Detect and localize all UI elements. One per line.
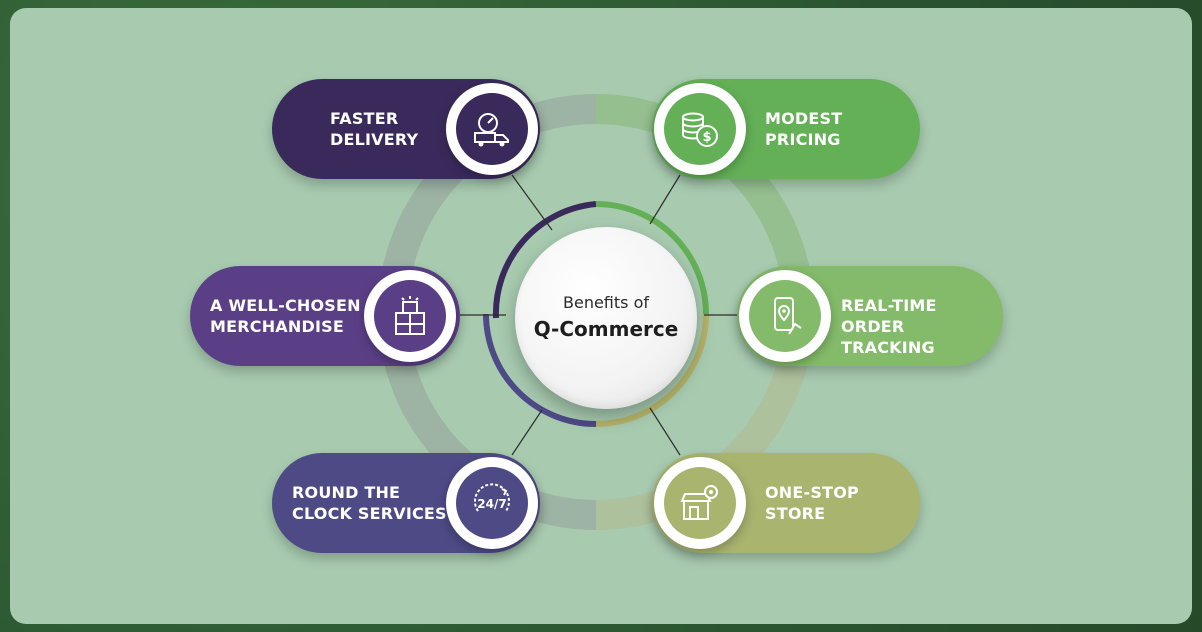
phone-location-icon: [774, 297, 802, 335]
infographic-panel: FASTER DELIVERY MODEST PRICING: [10, 8, 1192, 624]
center-title: Q-Commerce: [533, 317, 679, 341]
store-location-icon: [680, 485, 718, 520]
benefit-label: ONE-STOP STORE: [765, 483, 859, 523]
delivery-truck-speed-icon: [474, 113, 509, 147]
benefit-label: REAL-TIME ORDER TRACKING: [841, 296, 937, 357]
benefit-modest-pricing: MODEST PRICING $: [652, 79, 920, 179]
connector-line: [649, 174, 681, 225]
benefit-round-the-clock: ROUND THE CLOCK SERVICES 24/7: [272, 453, 540, 553]
benefit-one-stop-store: ONE-STOP STORE: [652, 453, 920, 553]
benefit-label: FASTER DELIVERY: [330, 109, 419, 149]
benefit-faster-delivery: FASTER DELIVERY: [272, 79, 540, 179]
connector-line: [511, 409, 543, 456]
benefit-icon-badge: [446, 83, 538, 175]
inner-arc-green: [595, 201, 709, 315]
benefit-label: ROUND THE CLOCK SERVICES: [292, 483, 447, 523]
coins-dollar-icon: $: [682, 112, 718, 147]
svg-text:24/7: 24/7: [477, 497, 506, 511]
center-hub: Benefits of Q-Commerce: [515, 227, 697, 409]
benefit-icon-badge: [654, 457, 746, 549]
inner-arc-navy: [483, 313, 597, 427]
center-subtitle: Benefits of: [563, 293, 649, 312]
connector-line: [511, 174, 553, 231]
benefit-icon-badge: 24/7: [446, 457, 538, 549]
benefit-merchandise: A WELL-CHOSEN MERCHANDISE: [190, 266, 460, 366]
inner-arc-purple: [492, 201, 597, 319]
benefit-icon-badge: [739, 270, 831, 362]
benefit-label: MODEST PRICING: [765, 109, 843, 149]
svg-text:$: $: [702, 130, 711, 145]
benefit-real-time-tracking: REAL-TIME ORDER TRACKING: [737, 266, 1003, 366]
benefit-icon-badge: $: [654, 83, 746, 175]
benefit-label: A WELL-CHOSEN MERCHANDISE: [210, 296, 361, 336]
benefit-icon-badge: [364, 270, 456, 362]
connector-line: [649, 407, 681, 456]
inner-arc-olive: [595, 313, 709, 427]
stacked-boxes-icon: [395, 296, 425, 335]
clock-24-7-icon: 24/7: [474, 483, 510, 512]
